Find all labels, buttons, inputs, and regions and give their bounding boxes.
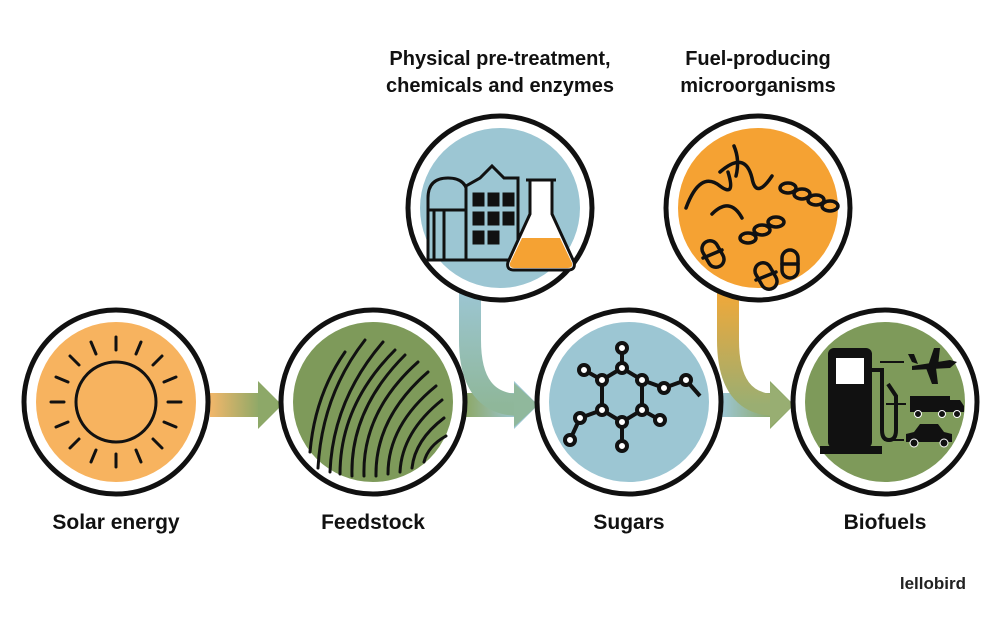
grass-icon [308, 338, 448, 478]
airplane-icon [908, 348, 957, 384]
car-icon [906, 424, 952, 448]
pretreatment-circle [405, 113, 595, 303]
pretreatment-label: Physical pre-treatment, chemicals and en… [350, 46, 650, 100]
sugars-label: Sugars [593, 511, 665, 534]
truck-icon [910, 396, 964, 418]
arrow-pretreatment-to-sugars [459, 290, 538, 427]
solar-energy-circle [21, 307, 211, 497]
microorganisms-label-line2: microorganisms [680, 75, 836, 97]
feedstock-label: Feedstock [321, 511, 425, 534]
sun-icon [49, 335, 183, 469]
fuel-pump-icon [820, 348, 898, 454]
microorganism-icon [684, 144, 840, 291]
sugars-circle [534, 307, 724, 497]
credit-logo: lellobird [899, 574, 966, 593]
solar-energy-label: Solar energy [52, 511, 180, 534]
microorganisms-circle [663, 113, 853, 303]
biofuels-label: Biofuels [843, 511, 927, 534]
arrow-solar-to-feedstock [210, 381, 282, 429]
microorganisms-label-line1: Fuel-producing [685, 48, 831, 70]
pretreatment-label-line2: chemicals and enzymes [386, 75, 614, 97]
factory-flask-icon [426, 163, 576, 272]
biofuels-circle [790, 307, 980, 497]
arrow-microorganisms-to-biofuels [717, 290, 794, 427]
feedstock-circle [278, 307, 468, 497]
molecule-icon [563, 341, 702, 453]
microorganisms-label: Fuel-producing microorganisms [608, 46, 908, 100]
pretreatment-label-line1: Physical pre-treatment, [389, 48, 611, 70]
